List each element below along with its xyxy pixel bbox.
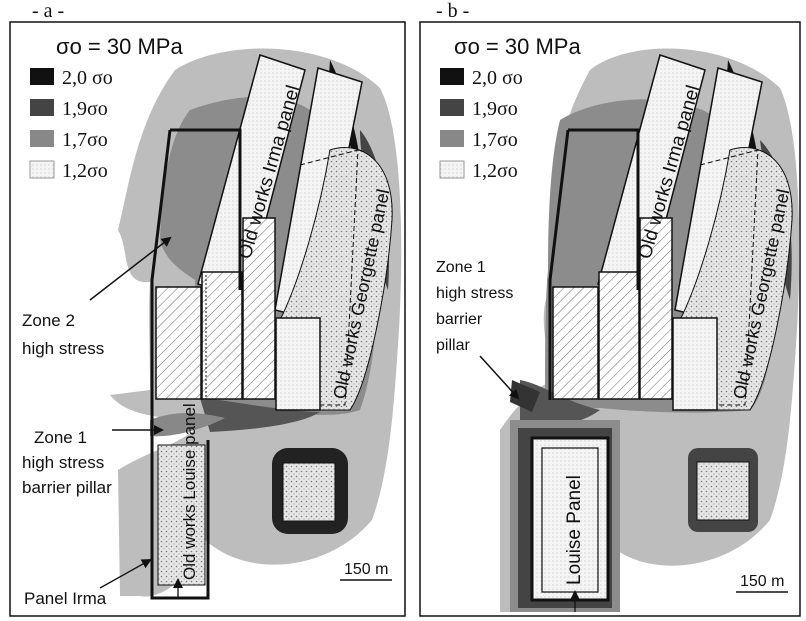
block-1-a xyxy=(155,286,202,400)
panel-irma-outline-left-a xyxy=(150,129,210,600)
block-1-b xyxy=(552,286,599,400)
contour-barrier-a xyxy=(200,398,320,432)
legend-swatch-2-0-b xyxy=(440,68,464,85)
legend-label-2-0-b: 2,0 σo xyxy=(472,67,523,89)
panel-a-label: - a - xyxy=(32,0,65,22)
louise-label-a: Old works Louise panel xyxy=(180,403,199,580)
legend-swatch-1-7-a xyxy=(30,130,54,147)
dashed-outline-a xyxy=(299,149,359,406)
panel-irma-arrow-a xyxy=(99,559,152,589)
sigma-title-b: σo = 30 MPa xyxy=(454,34,581,59)
zone1-label-line1-a: Zone 1 xyxy=(34,428,87,447)
zone1-wedge-b xyxy=(510,380,540,412)
legend-swatch-1-7-b xyxy=(440,130,464,147)
legend-swatch-1-2-b xyxy=(439,160,465,179)
scale-label-a: 150 m xyxy=(344,561,388,578)
scale-label-b: 150 m xyxy=(740,573,784,590)
block-2-b xyxy=(598,271,640,400)
block-3-a xyxy=(242,217,276,400)
legend-label-1-7-a: 1,7σo xyxy=(62,129,108,151)
zone2-arrow-a xyxy=(89,236,172,301)
block-2-a xyxy=(201,271,243,400)
block-3-b xyxy=(639,217,673,400)
legend-swatch-1-9-b xyxy=(440,99,464,116)
zone1-label-line3-b: barrier xyxy=(436,311,483,328)
zone1-arrow-b xyxy=(479,355,520,400)
legend-label-1-9-a: 1,9σo xyxy=(62,98,108,120)
square-inner-b xyxy=(696,461,750,521)
dashed-outline-b xyxy=(699,149,759,406)
block-4-b xyxy=(672,317,718,411)
zone1-label-line1-b: Zone 1 xyxy=(436,259,486,276)
panel-irma-outline-a xyxy=(170,128,242,290)
zone2-label-line2-a: high stress xyxy=(22,339,104,358)
zone2-label-line1-a: Zone 2 xyxy=(22,311,75,330)
legend-swatch-2-0-a xyxy=(30,68,54,85)
legend-swatch-1-9-a xyxy=(30,99,54,116)
legend-swatch-1-2-a xyxy=(29,160,55,179)
block-4-a xyxy=(275,317,321,411)
square-inner-a xyxy=(282,462,336,522)
legend-label-1-9-b: 1,9σo xyxy=(472,98,518,120)
zone1-label-line2-b: high stress xyxy=(436,285,513,302)
legend-label-1-7-b: 1,7σo xyxy=(472,129,518,151)
zone1-wedge-a xyxy=(150,413,225,437)
legend-label-1-2-a: 1,2σo xyxy=(62,160,108,182)
panel-irma-outline-b xyxy=(568,128,640,290)
louise-panel-b xyxy=(530,436,610,602)
louise-label-b: Louise Panel xyxy=(564,475,585,585)
zone1-label-line2-a: high stress xyxy=(22,453,104,472)
zone1-label-line3-a: barrier pillar xyxy=(22,478,112,497)
panel-b-label: - b - xyxy=(436,0,470,22)
panel-a: σo = 30 MPa 2,0 σo 1,9σo 1,7σo 1,2σo Old… xyxy=(9,21,406,617)
panel-irma-outline-left-b xyxy=(548,129,570,400)
zone1-label-line4-b: pillar xyxy=(436,337,470,354)
legend-label-1-2-b: 1,2σo xyxy=(472,160,518,182)
legend-label-2-0-a: 2,0 σo xyxy=(62,67,113,89)
panel-irma-label-a: Panel Irma xyxy=(24,589,107,608)
contour-barrier-b xyxy=(520,380,600,431)
panel-b: σo = 30 MPa 2,0 σo 1,9σo 1,7σo 1,2σo Old… xyxy=(419,21,801,617)
sigma-title-a: σo = 30 MPa xyxy=(56,34,183,59)
